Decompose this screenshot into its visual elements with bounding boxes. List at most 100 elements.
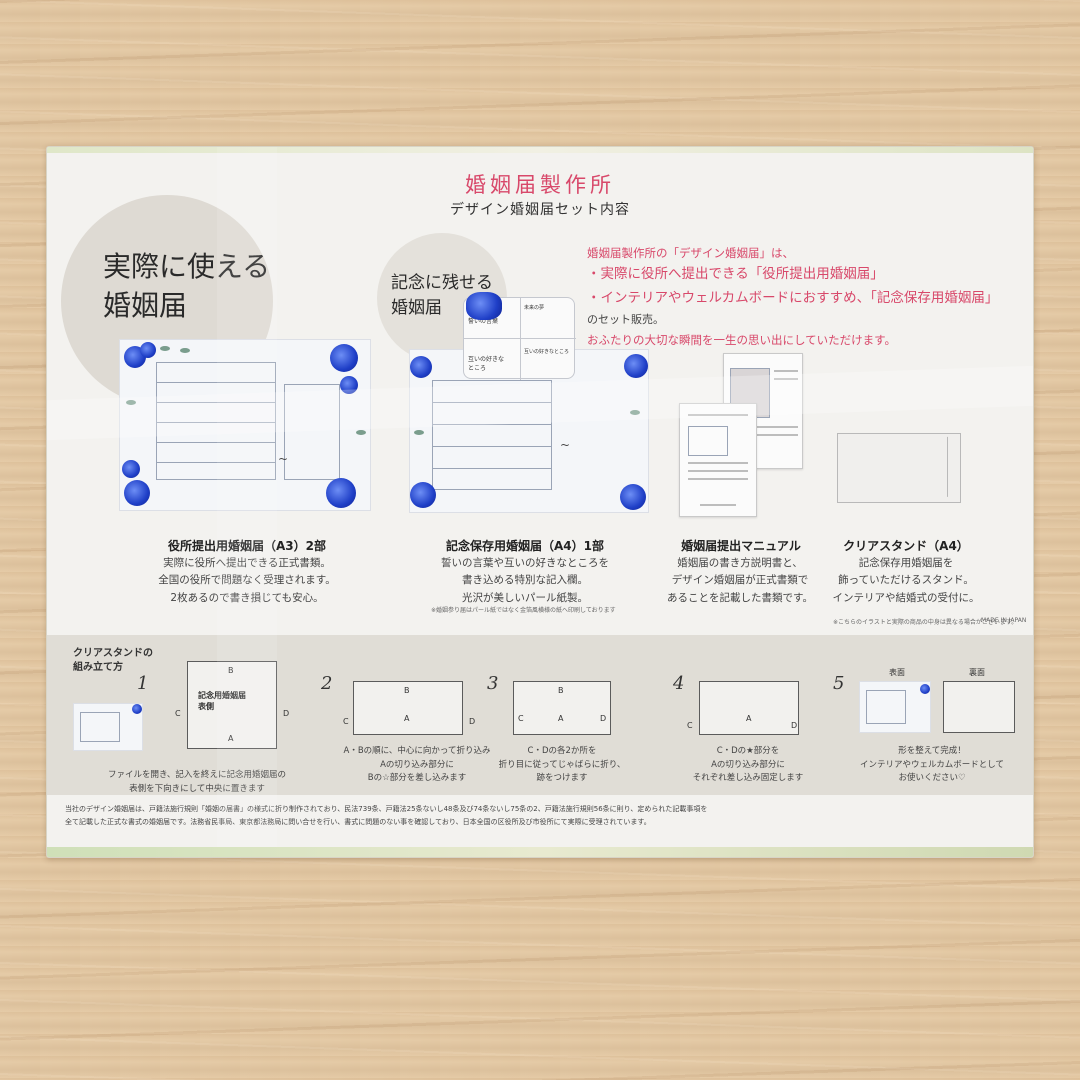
label-d: D — [469, 717, 476, 726]
product-desc-line: 記念保存用婚姻届を — [858, 557, 954, 569]
package-top-edge — [47, 147, 1033, 153]
label-c: C — [687, 721, 693, 730]
step1-center-label: 記念用婚姻届 表側 — [198, 691, 246, 712]
step1-diagram: 記念用婚姻届 表側 B A — [187, 661, 277, 749]
intro-line3: ・インテリアやウェルカムボードにおすすめ、「記念保存用婚姻届」 — [587, 289, 999, 306]
step-desc-line: ファイルを開き、記入を終えに記念用婚姻届の — [108, 770, 286, 780]
step4-diagram: A — [699, 681, 799, 735]
step-desc-line: C・Dの★部分を — [716, 746, 780, 756]
product-desc-line: 全国の役所で問題なく受理されます。 — [158, 574, 336, 587]
product-desc-line: デザイン婚姻届が正式書類で — [671, 574, 809, 587]
manual-text-line — [688, 478, 748, 480]
blue-rose-decoration — [410, 482, 436, 508]
blue-rose-decoration — [122, 460, 140, 478]
leaf-decoration — [160, 346, 170, 351]
main-headline-line1: 実際に使える — [103, 250, 271, 283]
clear-stand-flap — [947, 436, 961, 502]
step-desc-line: Aの切り込み部分に — [711, 759, 785, 770]
legal-notice: 当社のデザイン婚姻届は、戸籍法施行規則「婚姻の届書」の様式に折り制作されており、… — [65, 803, 1015, 830]
blue-rose-decoration — [326, 478, 356, 508]
manual-text-line — [774, 378, 798, 380]
form-table — [866, 690, 906, 724]
label-a: A — [228, 734, 234, 743]
leaf-decoration — [126, 400, 136, 405]
step1-form-thumbnail — [73, 703, 143, 751]
blue-rose-decoration — [124, 480, 150, 506]
leaf-decoration — [356, 430, 366, 435]
form-row-line — [156, 462, 276, 463]
leaf-decoration — [414, 430, 424, 435]
manual-text-line — [730, 434, 798, 436]
label-c: C — [343, 717, 349, 726]
form-side-table — [284, 384, 340, 480]
intro-line2: ・実際に役所へ提出できる「役所提出用婚姻届」 — [587, 266, 884, 283]
memorial-headline-line2: 婚姻届 — [391, 297, 442, 318]
memo-grid-card: 誓いの言葉 互いの好きな ところ 未来の夢 互いの好きなところ — [463, 292, 576, 380]
step2-description: A・Bの順に、中心に向かって折り込み Aの切り込み部分に Bの☆部分を差し込みま… — [307, 745, 527, 786]
product-desc-line: 実際に役所へ提出できる正式書類。 — [163, 557, 331, 569]
form-table — [80, 712, 120, 742]
step-desc-line: Bの☆部分を差し込みます — [367, 773, 467, 784]
step-desc-line: 跡をつけます — [536, 773, 588, 784]
label-a: A — [404, 714, 410, 723]
set-contents-subtitle: デザイン婚姻届セット内容 — [450, 202, 630, 218]
step-desc-line: それぞれ差し込み固定します — [692, 773, 804, 784]
intro-line4: のセット販売。 — [587, 313, 664, 327]
leaf-decoration — [180, 348, 190, 353]
step1-description: ファイルを開き、記入を終えに記念用婚姻届の 表側を下向きにして中央に置きます — [67, 769, 327, 796]
label-a: A — [746, 714, 752, 723]
step5-front-view — [859, 681, 931, 733]
manual-page-front — [679, 403, 757, 517]
form-row-line — [432, 446, 552, 447]
intro-line5: おふたりの大切な瞬間を一生の思い出にしていただけます。 — [587, 332, 897, 347]
manual-text-line — [688, 414, 748, 416]
form-row-line — [156, 402, 276, 403]
step-desc-line: インテリアやウェルカムボードとして — [860, 759, 1004, 770]
made-in-japan: MADE IN JAPAN — [981, 617, 1027, 624]
form-table — [432, 380, 552, 490]
main-headline: 実際に使える 婚姻届 — [103, 247, 270, 325]
form-row-line — [156, 382, 276, 383]
step3-diagram: B A C D — [513, 681, 611, 735]
assembly-title-line2: 組み立て方 — [73, 662, 123, 673]
product-desc-line: 誓いの言葉や互いの好きなところを — [441, 557, 609, 569]
intro-line1: 婚姻届製作所の「デザイン婚姻届」は、 — [587, 246, 794, 260]
manual-text-line — [730, 426, 798, 428]
label-d: D — [283, 709, 290, 718]
form-row-line — [432, 468, 552, 469]
product-desc-official: 実際に役所へ提出できる正式書類。 全国の役所で問題なく受理されます。 2枚あるの… — [117, 555, 377, 607]
product-desc-line: 婚姻届の書き方説明書と、 — [677, 557, 803, 569]
step-number: 4 — [673, 673, 685, 694]
brand-title: 婚姻届製作所 — [465, 173, 615, 197]
blue-rose-decoration — [410, 356, 432, 378]
label-c: C — [518, 714, 524, 723]
product-desc-line: 光沢が美しいパール紙製。 — [462, 591, 588, 604]
product-package: 婚姻届製作所 デザイン婚姻届セット内容 実際に使える 婚姻届 記念に残せる 婚姻… — [46, 146, 1034, 858]
product-desc-line: 飾っていただけるスタンド。 — [838, 574, 974, 587]
step2-diagram: B A — [353, 681, 463, 735]
main-headline-line2: 婚姻届 — [103, 289, 188, 323]
label-b: B — [558, 686, 564, 695]
legal-line1: 当社のデザイン婚姻届は、戸籍法施行規則「婚姻の届書」の様式に折り制作されており、… — [65, 805, 708, 813]
step5-description: 形を整えて完成！ インテリアやウェルカムボードとして お使いください♡ — [837, 745, 1027, 786]
official-form-image: ~ — [119, 339, 371, 511]
step-desc-line: C・Dの各2か所を — [527, 746, 597, 756]
back-label: 裏面 — [969, 668, 985, 677]
leaf-decoration — [630, 410, 640, 415]
label-b: B — [228, 666, 234, 675]
form-table — [156, 362, 276, 480]
blue-rose-decoration — [466, 292, 502, 320]
intro-text: 婚姻届製作所の「デザイン婚姻届」は、 ・実際に役所へ提出できる「役所提出用婚姻届… — [587, 243, 998, 350]
manual-figure — [688, 426, 728, 456]
step-desc-line: A・Bの順に、中心に向かって折り込み — [343, 746, 491, 756]
signature-mark: ~ — [278, 452, 289, 466]
memo-divider — [520, 298, 521, 380]
manual-text-line — [688, 462, 748, 464]
memorial-paper-note: ※婚姻参り届はパール紙ではなく金箔風横様の紙へ印刷しております — [431, 607, 616, 614]
form-row-line — [432, 424, 552, 425]
blue-rose-decoration — [140, 342, 156, 358]
signature-mark: ~ — [560, 438, 571, 452]
assembly-title: クリアスタンドの 組み立て方 — [73, 647, 153, 675]
memo-cell-dream: 未来の夢 — [524, 305, 545, 311]
manual-text-line — [774, 370, 798, 372]
